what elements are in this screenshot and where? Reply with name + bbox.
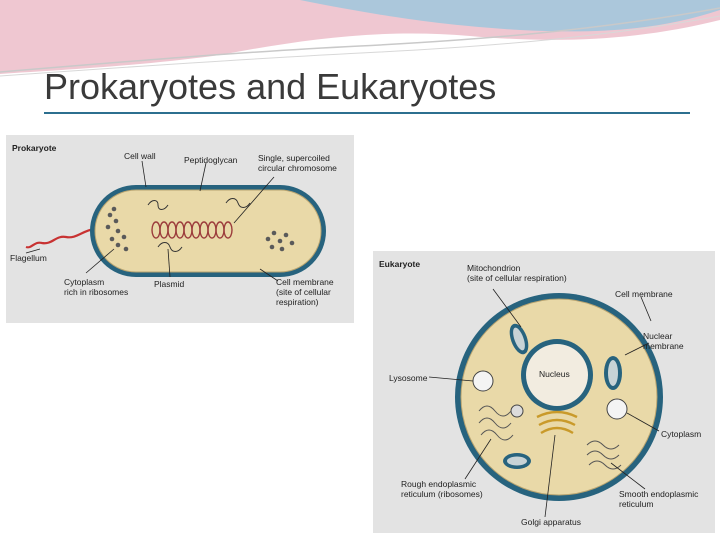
label-golgi: Golgi apparatus [521, 517, 582, 527]
label-cytoplasm: Cytoplasm [661, 429, 702, 439]
label-cell-wall: Cell wall [124, 151, 156, 161]
label-plasmid: Plasmid [154, 279, 185, 289]
label-nucleus: Nucleus [539, 369, 570, 379]
label-mitochondrion: Mitochondrion (site of cellular respirat… [467, 263, 567, 283]
label-cell-membrane: Cell membrane (site of cellular respirat… [276, 277, 334, 307]
slide-title: Prokaryotes and Eukaryotes [44, 66, 497, 107]
label-chromosome: Single, supercoiled circular chromosome [258, 153, 337, 173]
header-banner [0, 0, 720, 77]
label-lysosome: Lysosome [389, 373, 428, 383]
chromosome-shape [151, 221, 233, 239]
nucleus-shape [526, 344, 588, 406]
golgi-shape [536, 410, 578, 435]
mitochondria [503, 323, 622, 469]
label-cytoplasm: Cytoplasm rich in ribosomes [64, 277, 129, 297]
prokaryote-figure: Prokaryote Cell wall Peptidoglycan Singl… [6, 135, 354, 323]
rough-er-shape [478, 405, 514, 441]
prokaryote-diagram [25, 160, 326, 282]
flagellum-shape [25, 227, 95, 249]
label-peptidoglycan: Peptidoglycan [184, 155, 238, 165]
label-cell-membrane: Cell membrane [615, 289, 673, 299]
plasmid-shape [147, 200, 169, 210]
eukaryote-figure: Eukaryote Mitochondrion (site of cellula… [373, 251, 715, 533]
lysosome-shape [472, 370, 494, 392]
ribosomes [105, 206, 295, 252]
label-flagellum: Flagellum [10, 253, 47, 263]
eukaryote-diagram [428, 288, 663, 518]
title-underline [44, 112, 690, 114]
label-smooth-er: Smooth endoplasmic reticulum [619, 489, 699, 509]
prokaryote-heading: Prokaryote [12, 143, 57, 153]
eukaryote-heading: Eukaryote [379, 259, 421, 269]
label-rough-er: Rough endoplasmic reticulum (ribosomes) [401, 479, 483, 499]
label-nuclear-membrane: Nuclear membrane [643, 331, 684, 351]
smooth-er-shape [586, 440, 622, 470]
